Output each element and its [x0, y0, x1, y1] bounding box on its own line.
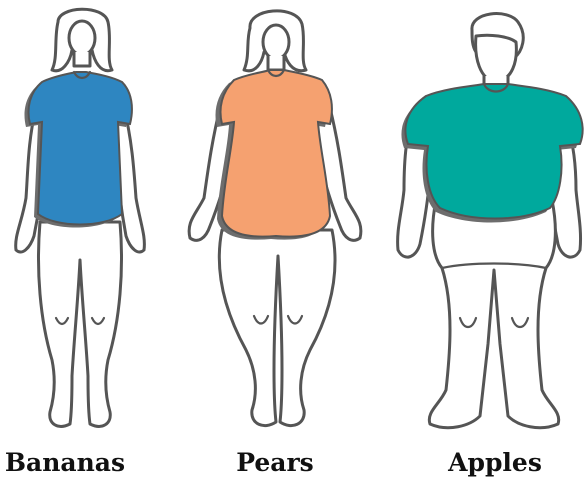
apples-label: Apples — [430, 448, 560, 478]
pear-shirt — [221, 70, 332, 237]
banana-shirt — [29, 72, 132, 225]
banana-figure — [0, 0, 160, 445]
apple-figure — [390, 0, 584, 445]
bananas-label: Bananas — [0, 448, 130, 478]
pear-figure — [180, 0, 380, 445]
pears-label: Pears — [215, 448, 335, 478]
